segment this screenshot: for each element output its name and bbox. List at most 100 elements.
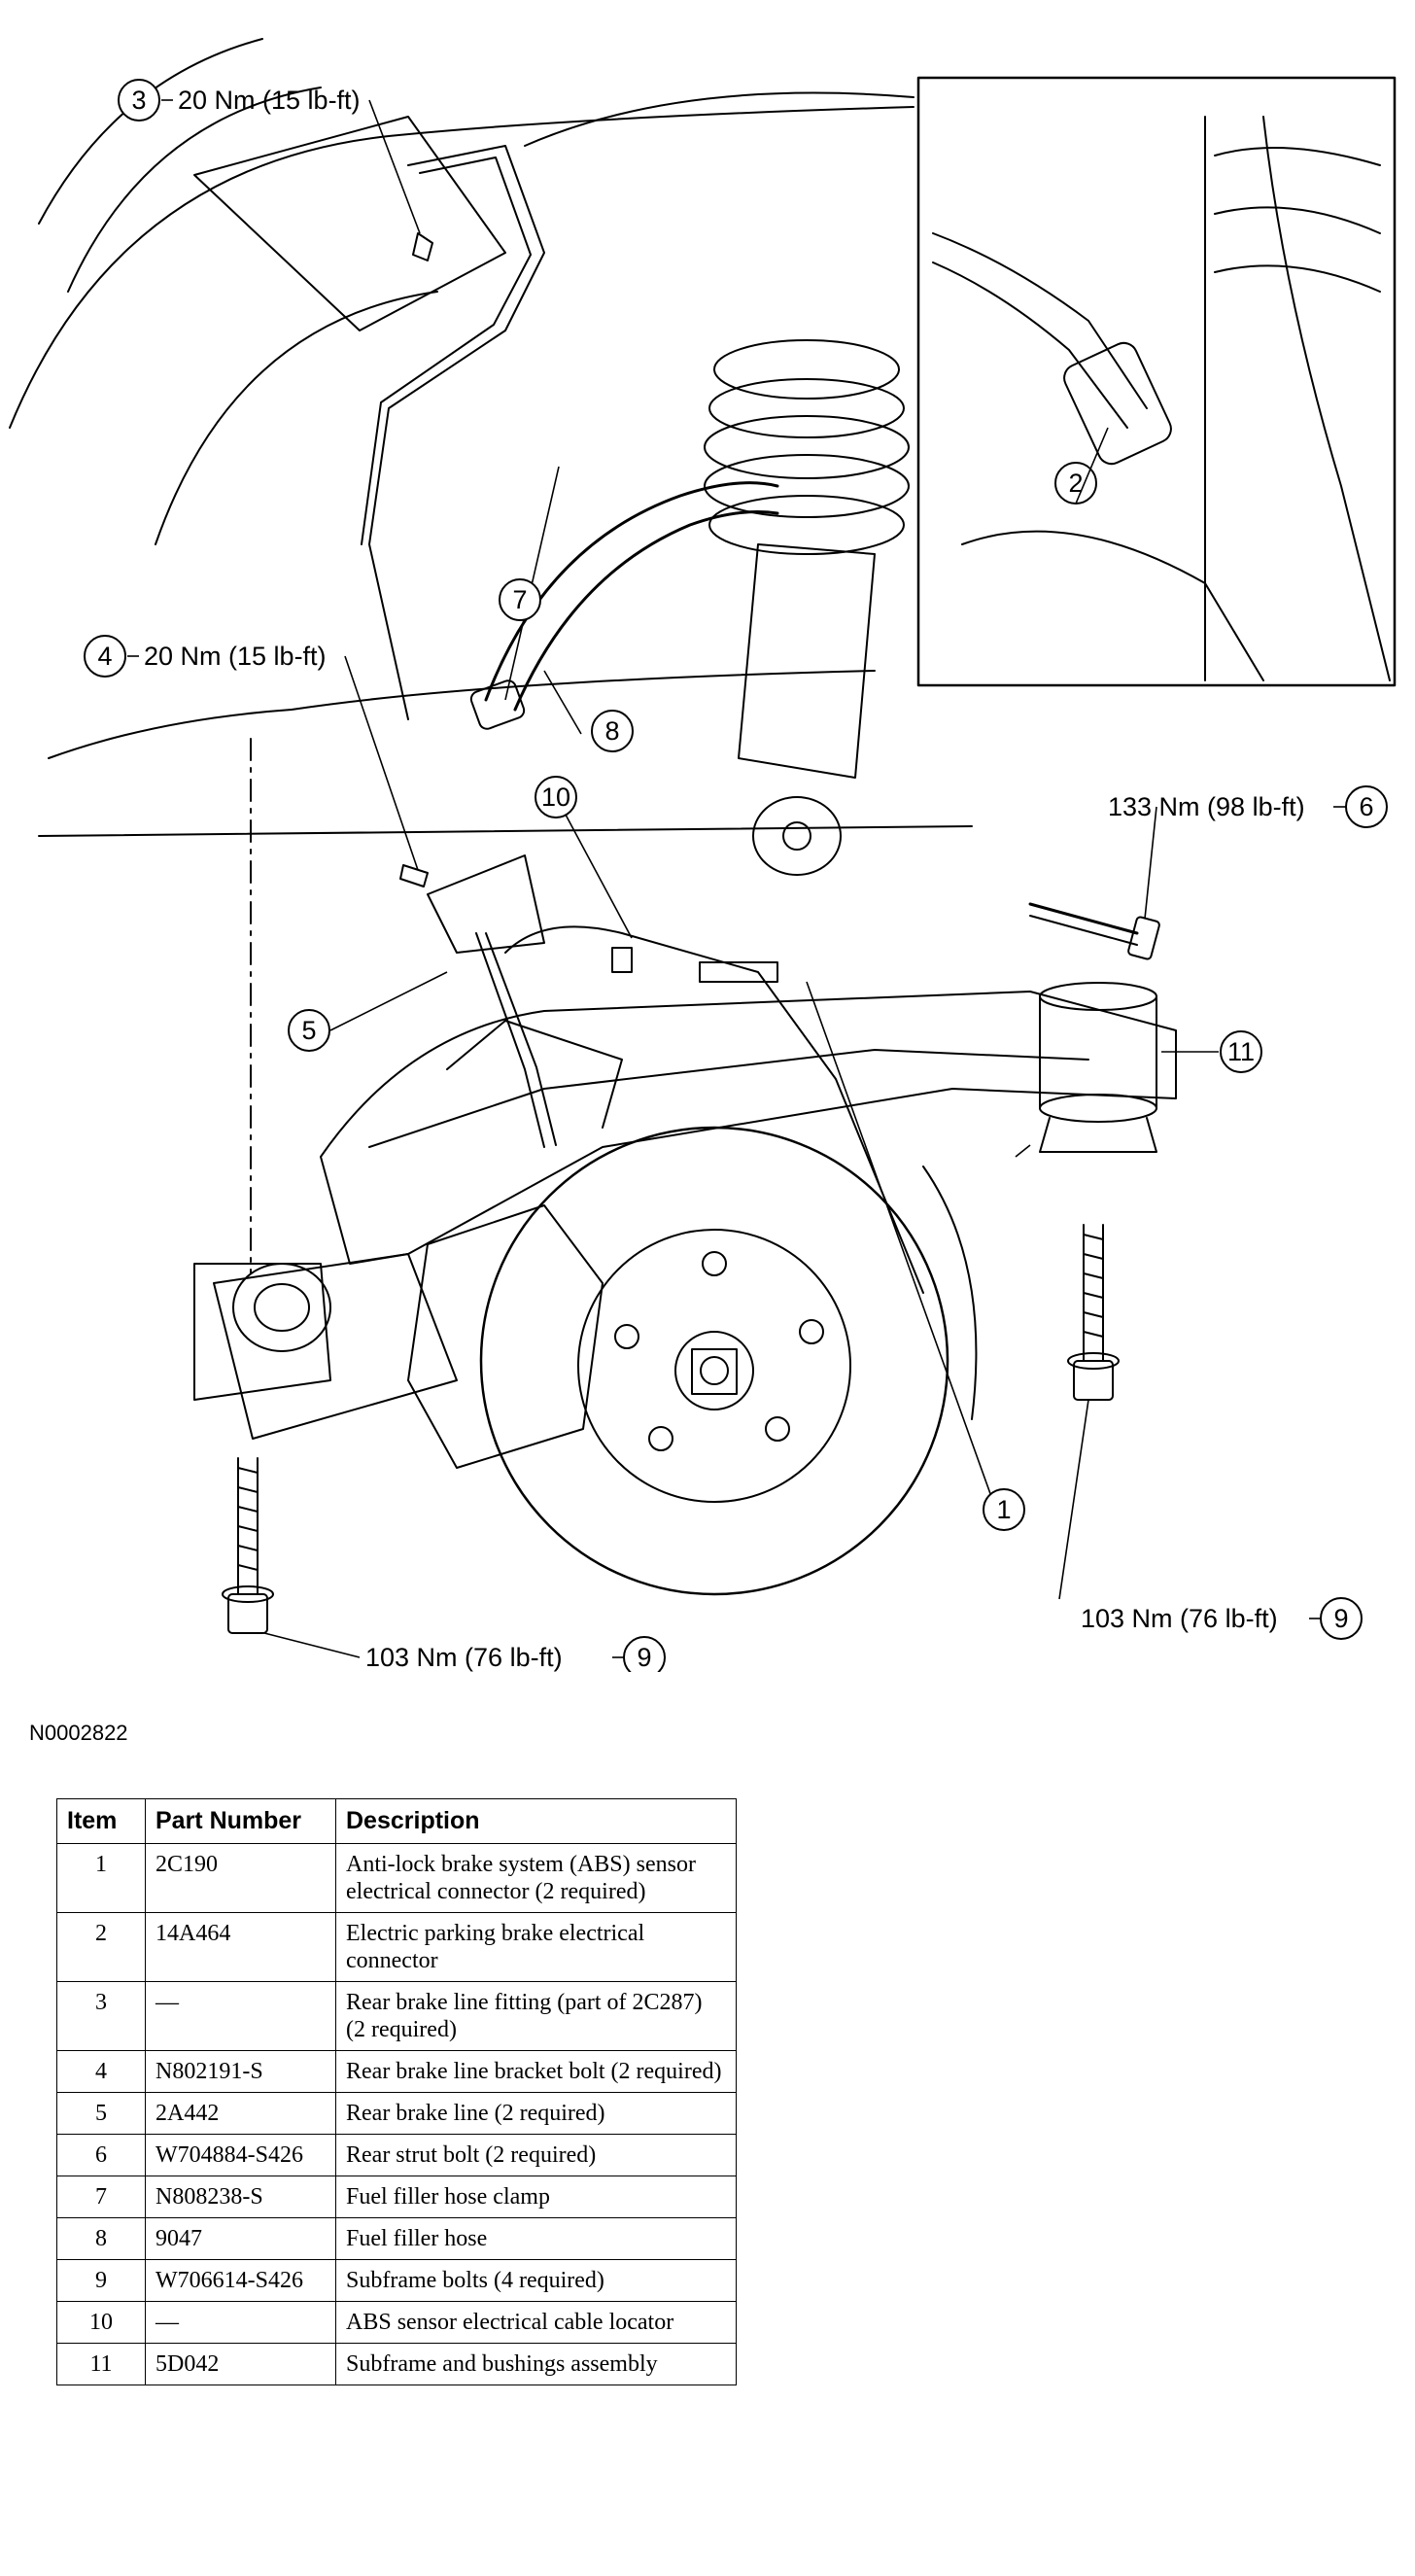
brake-disc [479, 1126, 949, 1596]
item-cell: 3 [56, 1981, 146, 2051]
item-cell: 1 [56, 1843, 146, 1913]
table-row: 3 — Rear brake line fitting (part of 2C2… [56, 1981, 737, 2051]
description-cell: Subframe bolts (4 required) [335, 2259, 737, 2302]
part-number-cell: N802191-S [145, 2050, 336, 2093]
brake-line-bracket [427, 854, 545, 954]
callout-circle [288, 1009, 330, 1052]
callout-number-9-left: 9 [637, 1643, 651, 1672]
body-arc [67, 87, 322, 293]
fuel-filler-hose [513, 510, 779, 712]
rear-suspension-diagram: 3 4 5 6 7 10 8 11 1 9 9 2 20 Nm (15 lb-f… [9, 38, 1397, 1672]
table-row: 2 14A464 Electric parking brake electric… [56, 1912, 737, 1982]
figure-id: N0002822 [29, 1721, 128, 1745]
body-arc [38, 38, 263, 225]
callout-number-7: 7 [512, 585, 527, 614]
part-number-cell: — [145, 1981, 336, 2051]
caliper [407, 1204, 604, 1469]
table-row: 1 2C190 Anti-lock brake system (ABS) sen… [56, 1843, 737, 1913]
cable-locator [611, 947, 633, 973]
callout-circle [84, 635, 126, 678]
header-description: Description [335, 1798, 737, 1844]
description-cell: Rear brake line bracket bolt (2 required… [335, 2050, 737, 2093]
callout-circle [591, 710, 634, 752]
description-cell: Rear brake line (2 required) [335, 2092, 737, 2135]
item-cell: 6 [56, 2134, 146, 2176]
table-row: 7 N808238-S Fuel filler hose clamp [56, 2176, 737, 2218]
brake-line [361, 157, 532, 545]
table-row: 8 9047 Fuel filler hose [56, 2217, 737, 2260]
callout-number-5: 5 [301, 1016, 316, 1045]
table-row: 10 — ABS sensor electrical cable locator [56, 2301, 737, 2344]
strut-bolt [1028, 902, 1139, 935]
description-cell: Subframe and bushings assembly [335, 2343, 737, 2385]
torque-label-9-right: 103 Nm (76 lb-ft) [1081, 1604, 1278, 1633]
callout-number-11: 11 [1227, 1037, 1255, 1066]
part-number-cell: W704884-S426 [145, 2134, 336, 2176]
abs-cable [504, 925, 924, 1294]
body-arc [38, 825, 973, 837]
hose-clamp [469, 679, 526, 730]
body-panel [193, 116, 506, 331]
abs-connector [699, 961, 778, 983]
description-cell: Rear strut bolt (2 required) [335, 2134, 737, 2176]
subframe-bolt-left [222, 1457, 274, 1634]
brake-line-fitting [412, 232, 433, 261]
subframe-arm [213, 1253, 458, 1440]
bracket-bolt [399, 864, 429, 888]
part-number-cell: 9047 [145, 2217, 336, 2260]
table-row: 11 5D042 Subframe and bushings assembly [56, 2343, 737, 2385]
description-cell: Anti-lock brake system (ABS) sensor elec… [335, 1843, 737, 1913]
item-cell: 5 [56, 2092, 146, 2135]
header-part-number: Part Number [145, 1798, 336, 1844]
part-number-cell: 5D042 [145, 2343, 336, 2385]
callout-number-2: 2 [1068, 469, 1083, 498]
callout-number-3: 3 [131, 86, 146, 115]
item-cell: 9 [56, 2259, 146, 2302]
callout-number-9-right: 9 [1333, 1604, 1348, 1633]
item-cell: 2 [56, 1912, 146, 1982]
table-row: 6 W704884-S426 Rear strut bolt (2 requir… [56, 2134, 737, 2176]
table-header-row: Item Part Number Description [56, 1798, 737, 1844]
callout-circle [983, 1488, 1025, 1531]
torque-label-3: 20 Nm (15 lb-ft) [178, 86, 361, 115]
part-number-cell: 2C190 [145, 1843, 336, 1913]
callout-number-8: 8 [604, 716, 619, 746]
torque-label-6: 133 Nm (98 lb-ft) [1108, 792, 1305, 821]
callout-number-6: 6 [1359, 792, 1373, 821]
description-cell: Electric parking brake electrical connec… [335, 1912, 737, 1982]
coil-spring [704, 339, 910, 555]
inset-frame [916, 76, 1397, 687]
brake-line [368, 145, 545, 720]
part-number-cell: 14A464 [145, 1912, 336, 1982]
inset-wire [932, 232, 1148, 409]
description-cell: ABS sensor electrical cable locator [335, 2301, 737, 2344]
torque-label-4: 20 Nm (15 lb-ft) [144, 642, 327, 671]
item-cell: 8 [56, 2217, 146, 2260]
parts-table: Item Part Number Description 1 2C190 Ant… [56, 1798, 737, 2385]
table-row: 5 2A442 Rear brake line (2 required) [56, 2092, 737, 2135]
item-cell: 11 [56, 2343, 146, 2385]
description-cell: Rear brake line fitting (part of 2C287) … [335, 1981, 737, 2051]
item-cell: 4 [56, 2050, 146, 2093]
body-panel [524, 91, 915, 147]
torque-label-9-left: 103 Nm (76 lb-ft) [365, 1643, 563, 1672]
part-number-cell: W706614-S426 [145, 2259, 336, 2302]
strut-mount [752, 796, 842, 876]
part-number-cell: — [145, 2301, 336, 2344]
callout-circle [499, 578, 541, 621]
body-arc [155, 291, 438, 545]
body-arc [48, 670, 876, 759]
subframe-arm [446, 1020, 623, 1129]
callout-circle [118, 79, 160, 122]
strut-body [738, 543, 876, 779]
callout-number-10: 10 [541, 783, 570, 812]
part-number-cell: N808238-S [145, 2176, 336, 2218]
item-cell: 10 [56, 2301, 146, 2344]
inset-connector [1063, 341, 1172, 466]
inset-strut [1262, 116, 1391, 681]
description-cell: Fuel filler hose clamp [335, 2176, 737, 2218]
subframe-bushing-left [193, 1263, 331, 1401]
callout-circle [1220, 1030, 1262, 1073]
inset-wire [932, 261, 1128, 429]
item-cell: 7 [56, 2176, 146, 2218]
